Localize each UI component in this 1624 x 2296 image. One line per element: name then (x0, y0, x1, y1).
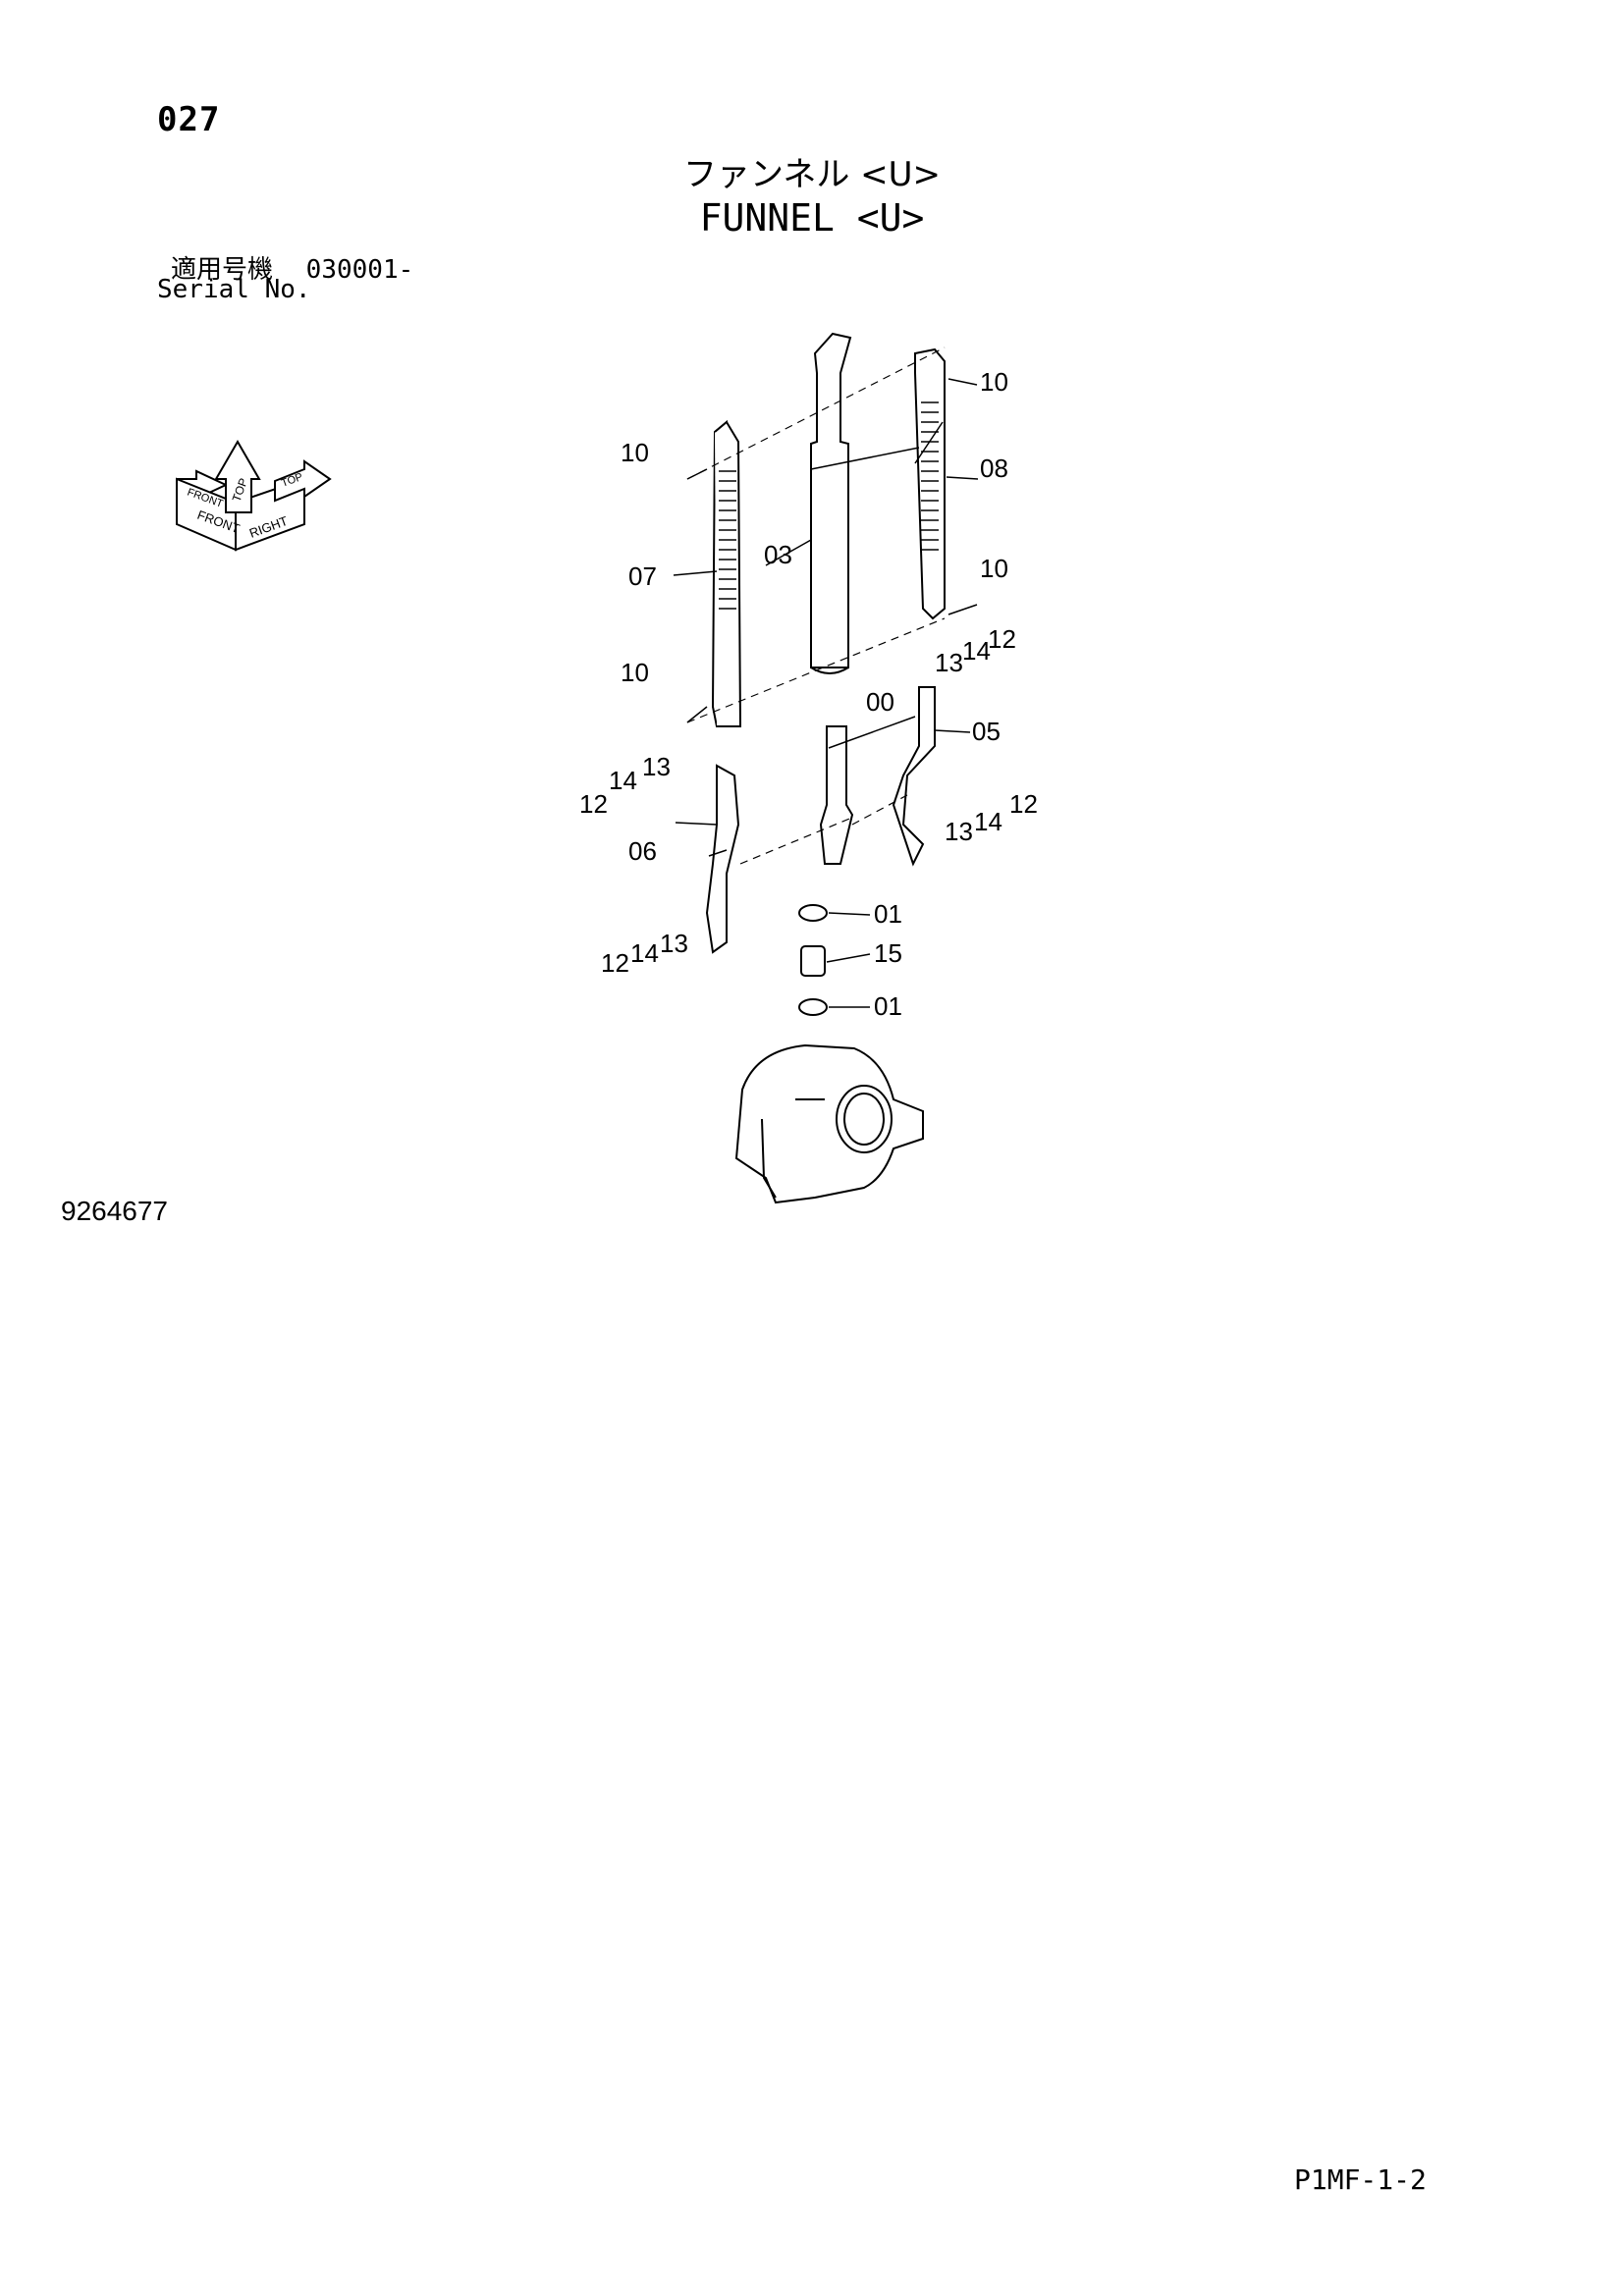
callout-08: 08 (980, 454, 1008, 483)
callout-12-right-lower: 12 (1009, 789, 1038, 819)
callout-14-left-upper: 14 (609, 766, 637, 795)
callout-10-top-right: 10 (980, 367, 1008, 397)
callout-13-left-lower: 13 (660, 929, 688, 958)
page-number: 027 (157, 100, 221, 139)
callout-15: 15 (874, 938, 902, 968)
callout-12-left-upper: 12 (579, 789, 608, 819)
callout-10-right-lower: 10 (980, 554, 1008, 583)
callout-10-left-upper: 10 (621, 438, 649, 467)
callout-10-left-lower: 10 (621, 658, 649, 687)
callout-01-upper: 01 (874, 899, 902, 929)
callout-12-left-lower: 12 (601, 948, 629, 978)
callout-14-right-lower: 14 (974, 807, 1002, 836)
callout-12-right-upper: 12 (988, 624, 1016, 654)
serial-label-japanese: 適用号機 (171, 255, 274, 285)
page-title: FUNNEL <U> (699, 196, 925, 240)
callout-14-right-upper: 14 (962, 636, 991, 666)
callout-13-left-upper: 13 (642, 752, 671, 781)
callout-06: 06 (628, 836, 657, 866)
page-title-japanese: ファンネル <U> (683, 155, 941, 194)
parts-diagram: 10 10 10 10 08 07 03 13 14 12 00 05 14 1… (579, 332, 1038, 1204)
orientation-diagram: TOP FRONT RIGHT FRONT TOP (176, 440, 332, 552)
callout-00: 00 (866, 687, 894, 717)
callout-07: 07 (628, 561, 657, 591)
callout-13-right-upper: 13 (935, 648, 963, 677)
callout-05: 05 (972, 717, 1001, 746)
callout-01-lower: 01 (874, 991, 902, 1021)
serial-line-japanese: 適用号機 030001- (171, 249, 413, 286)
callout-03: 03 (764, 540, 792, 569)
serial-value: 030001- (305, 255, 414, 285)
drawing-number: 9264677 (61, 1196, 169, 1226)
callout-14-left-lower: 14 (630, 938, 659, 968)
page-code: P1MF-1-2 (1294, 2163, 1427, 2196)
callout-13-right-lower: 13 (945, 817, 973, 846)
serial-label-english: Serial No. (157, 275, 311, 304)
